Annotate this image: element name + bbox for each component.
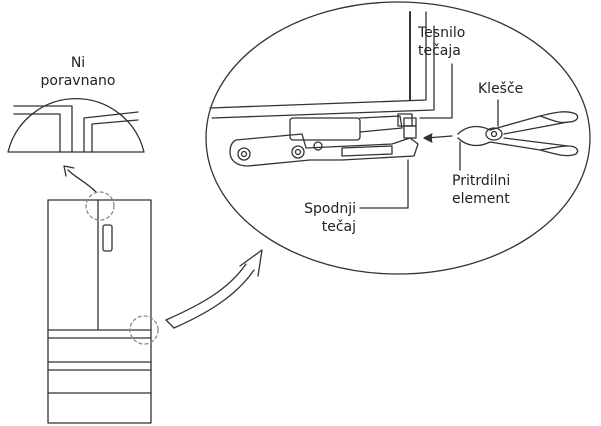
hinge-screw-right <box>291 145 305 159</box>
hinge-seal-block <box>289 117 361 141</box>
label-not-aligned-line2: poravnano <box>40 73 116 89</box>
door-outline <box>209 11 427 109</box>
hinge-seal-extension <box>359 115 403 133</box>
label-lower-hinge-line1: Spodnji <box>304 201 356 217</box>
label-not-aligned-line1: Ni <box>70 55 86 71</box>
label-fastener-line1: Pritrdilni <box>452 173 511 189</box>
label-lower-hinge-line2: tečaj <box>321 219 356 235</box>
lower-hinge-leader <box>359 159 409 209</box>
lower-hinge-plate <box>229 133 419 167</box>
label-hinge-seal-line2: tečaja <box>418 43 461 59</box>
left-door-top-edge <box>13 105 73 153</box>
hinge-seal-leader <box>419 63 453 119</box>
label-not-aligned: Ni poravnano <box>38 54 118 90</box>
magnify-arrow <box>165 249 263 329</box>
refrigerator <box>47 191 159 424</box>
label-hinge-seal: Tesnilo tečaja <box>418 24 465 60</box>
removal-arrow <box>423 133 453 143</box>
label-hinge-seal-line1: Tesnilo <box>418 25 466 41</box>
hinge-slot <box>341 145 393 157</box>
label-lower-hinge: Spodnji tečaj <box>280 200 356 236</box>
ellipse-outline <box>205 1 591 275</box>
left-door-inner-edge <box>13 113 61 153</box>
detail-circle-outline <box>7 98 145 153</box>
hinge-detail-ellipse <box>205 1 591 275</box>
pliers <box>457 111 579 157</box>
hinge-screw-left <box>237 147 251 161</box>
top-hinge-marker <box>85 191 115 221</box>
label-fastener-line2: element <box>452 191 510 207</box>
fastener-clip <box>403 117 417 127</box>
right-door-inner-edge <box>91 119 139 153</box>
hinge-pin <box>313 141 323 151</box>
label-pliers: Klešče <box>478 81 524 97</box>
dispenser-panel <box>102 224 113 252</box>
detail-pointer-arrow <box>63 165 97 193</box>
label-fastener: Pritrdilni element <box>452 172 510 208</box>
door-inner-line <box>211 25 435 119</box>
bottom-hinge-marker <box>129 315 159 345</box>
misalignment-detail-circle <box>7 98 145 153</box>
right-door-top-edge <box>83 111 139 153</box>
fridge-body <box>47 199 152 424</box>
